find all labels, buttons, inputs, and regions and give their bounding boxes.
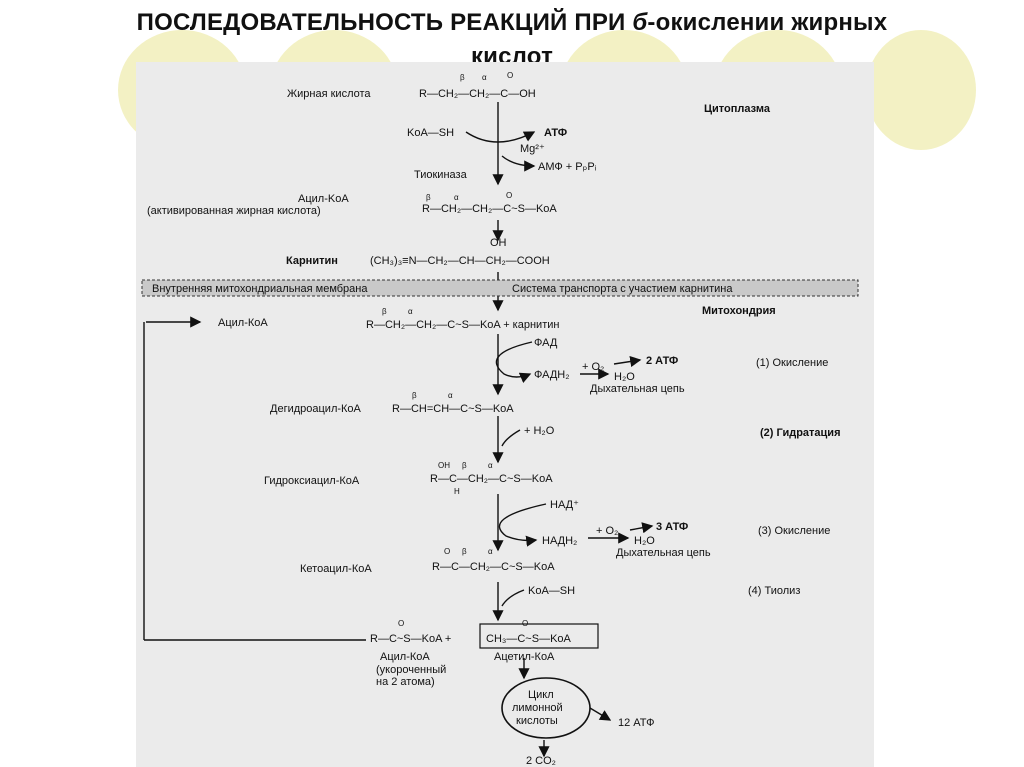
oxo-mark-2: O bbox=[506, 191, 512, 200]
dehydroacyl-formula: R—CH=CH—C~S—KoA bbox=[392, 403, 514, 415]
alpha-mark-3: α bbox=[408, 307, 413, 316]
carnitine-label: Карнитин bbox=[286, 255, 338, 267]
ketoacyl-formula: R—C—CH₂—C~S—KoA bbox=[432, 561, 555, 573]
h2o-label-2: H₂O bbox=[634, 535, 655, 547]
scheme-scan: β α O Жирная кислота R—CH₂—CH₂—C—OH Цито… bbox=[136, 62, 874, 767]
fad-atp-arrow bbox=[613, 355, 642, 368]
acetyl-coa-box bbox=[479, 623, 599, 649]
membrane-left-label: Внутренняя митохондриальная мембрана bbox=[152, 283, 368, 295]
atp12-arrow bbox=[589, 707, 612, 721]
acyl-coa-short-label: Ацил-КоА bbox=[380, 651, 430, 663]
resp-chain-label-2: Дыхательная цепь bbox=[616, 547, 711, 559]
hydroxyacyl-label: Гидроксиацил-КоА bbox=[264, 475, 360, 487]
ketoacyl-label: Кетоацил-КоА bbox=[300, 563, 372, 575]
thiolysis-curve bbox=[501, 589, 525, 607]
title-part-2: -окислении жирных bbox=[647, 9, 888, 36]
oxo-mark-product-1: O bbox=[398, 619, 404, 628]
atp2-label: 2 АТФ bbox=[646, 355, 678, 367]
title-italic: б bbox=[632, 9, 648, 36]
fadh2-label: ФАДН₂ bbox=[534, 369, 570, 381]
activation-curve bbox=[465, 131, 536, 143]
mg-label: Mg²⁺ bbox=[520, 143, 545, 155]
alpha-mark-4: α bbox=[448, 391, 453, 400]
coa-sh-label: KoA—SH bbox=[407, 127, 454, 139]
membrane-band bbox=[141, 279, 859, 297]
plus-h2o-label: + H₂O bbox=[524, 425, 555, 437]
carnitine-oh: OH bbox=[490, 237, 507, 249]
h2o-label-1: H₂O bbox=[614, 371, 635, 383]
fatty-acid-formula: R—CH₂—CH₂—C—OH bbox=[419, 88, 536, 100]
co2-label: 2 CO₂ bbox=[526, 755, 556, 767]
alpha-mark-2: α bbox=[454, 193, 459, 202]
fad-label: ФАД bbox=[534, 337, 558, 349]
nad-atp-arrow bbox=[629, 522, 654, 534]
nad-curve bbox=[498, 503, 547, 547]
resp-chain-label-1: Дыхательная цепь bbox=[590, 383, 685, 395]
title-part-1: ПОСЛЕДОВАТЕЛЬНОСТЬ РЕАКЦИЙ ПРИ bbox=[136, 9, 633, 36]
alpha-mark-1: α bbox=[482, 73, 487, 82]
product-right-formula: CH₃—C~S—KoA bbox=[486, 633, 572, 645]
cycle-label-1: Цикл bbox=[528, 689, 554, 701]
atp-label: АТФ bbox=[544, 127, 567, 139]
amp-curve bbox=[501, 155, 536, 172]
alpha-mark-5: α bbox=[488, 461, 493, 470]
plus-o2-label-1: + O₂ bbox=[582, 361, 604, 373]
hydration-curve bbox=[501, 429, 521, 447]
cycle-label-3: кислоты bbox=[516, 715, 558, 727]
oxo-mark-1: O bbox=[507, 71, 513, 80]
acyl-coa-mito-formula: R—CH₂—CH₂—C~S—KoA + карнитин bbox=[366, 319, 559, 331]
plus-o2-label-2: + O₂ bbox=[596, 525, 618, 537]
beta-oxidation-diagram: β α O Жирная кислота R—CH₂—CH₂—C—OH Цито… bbox=[141, 71, 859, 767]
beta-mark-4: β bbox=[412, 391, 417, 400]
acetyl-coa-label: Ацетил-КоА bbox=[494, 651, 555, 663]
cytoplasm-label: Цитоплазма bbox=[704, 103, 771, 115]
mitochondria-label: Митохондрия bbox=[702, 305, 776, 317]
alpha-mark-6: α bbox=[488, 547, 493, 556]
two-atoms-label: на 2 атома) bbox=[376, 676, 435, 688]
beta-mark-3: β bbox=[382, 307, 387, 316]
beta-mark-5: β bbox=[462, 461, 467, 470]
hydroxyacyl-h: H bbox=[454, 487, 460, 496]
beta-mark-2: β bbox=[426, 193, 431, 202]
fad-curve bbox=[495, 341, 533, 384]
step1-label: (1) Окисление bbox=[756, 357, 828, 369]
hydroxyacyl-formula: R—C—CH₂—C~S—KoA bbox=[430, 473, 553, 485]
product-left-formula: R—C~S—KoA + bbox=[370, 633, 451, 645]
shortened-label: (укороченный bbox=[376, 664, 446, 676]
atp3-label: 3 АТФ bbox=[656, 521, 688, 533]
dehydroacyl-label: Дегидроацил-КоА bbox=[270, 403, 362, 415]
beta-mark-6: β bbox=[462, 547, 467, 556]
beta-mark-1: β bbox=[460, 73, 465, 82]
activated-fa-label: (активированная жирная кислота) bbox=[147, 205, 321, 217]
acyl-coa-formula: R—CH₂—CH₂—C~S—KoA bbox=[422, 203, 557, 215]
thiokinase-label: Тиокиназа bbox=[414, 169, 468, 181]
oxo-mark-ketone: O bbox=[444, 547, 450, 556]
fatty-acid-label: Жирная кислота bbox=[287, 88, 371, 100]
cycle-label-2: лимонной bbox=[512, 702, 563, 714]
acyl-coa-return-label: Ацил-КоА bbox=[218, 317, 268, 329]
step4-label: (4) Тиолиз bbox=[748, 585, 800, 597]
membrane-right-label: Система транспорта с участием карнитина bbox=[512, 283, 733, 295]
carnitine-formula: (CH₃)₃≡N—CH₂—CH—CH₂—COOH bbox=[370, 255, 550, 267]
nadh-label: НАДН₂ bbox=[542, 535, 577, 547]
decor-circle-5 bbox=[866, 30, 976, 150]
amp-label: АМФ + PₚPᵢ bbox=[538, 161, 597, 173]
acyl-coa-label: Ацил-KoA bbox=[298, 193, 349, 205]
step2-label: (2) Гидратация bbox=[760, 427, 841, 439]
coa-sh-label-2: KoA—SH bbox=[528, 585, 575, 597]
step3-label: (3) Окисление bbox=[758, 525, 830, 537]
nad-label: НАД⁺ bbox=[550, 499, 579, 511]
hydroxyacyl-oh: OH bbox=[438, 461, 450, 470]
atp12-label: 12 АТФ bbox=[618, 717, 655, 729]
